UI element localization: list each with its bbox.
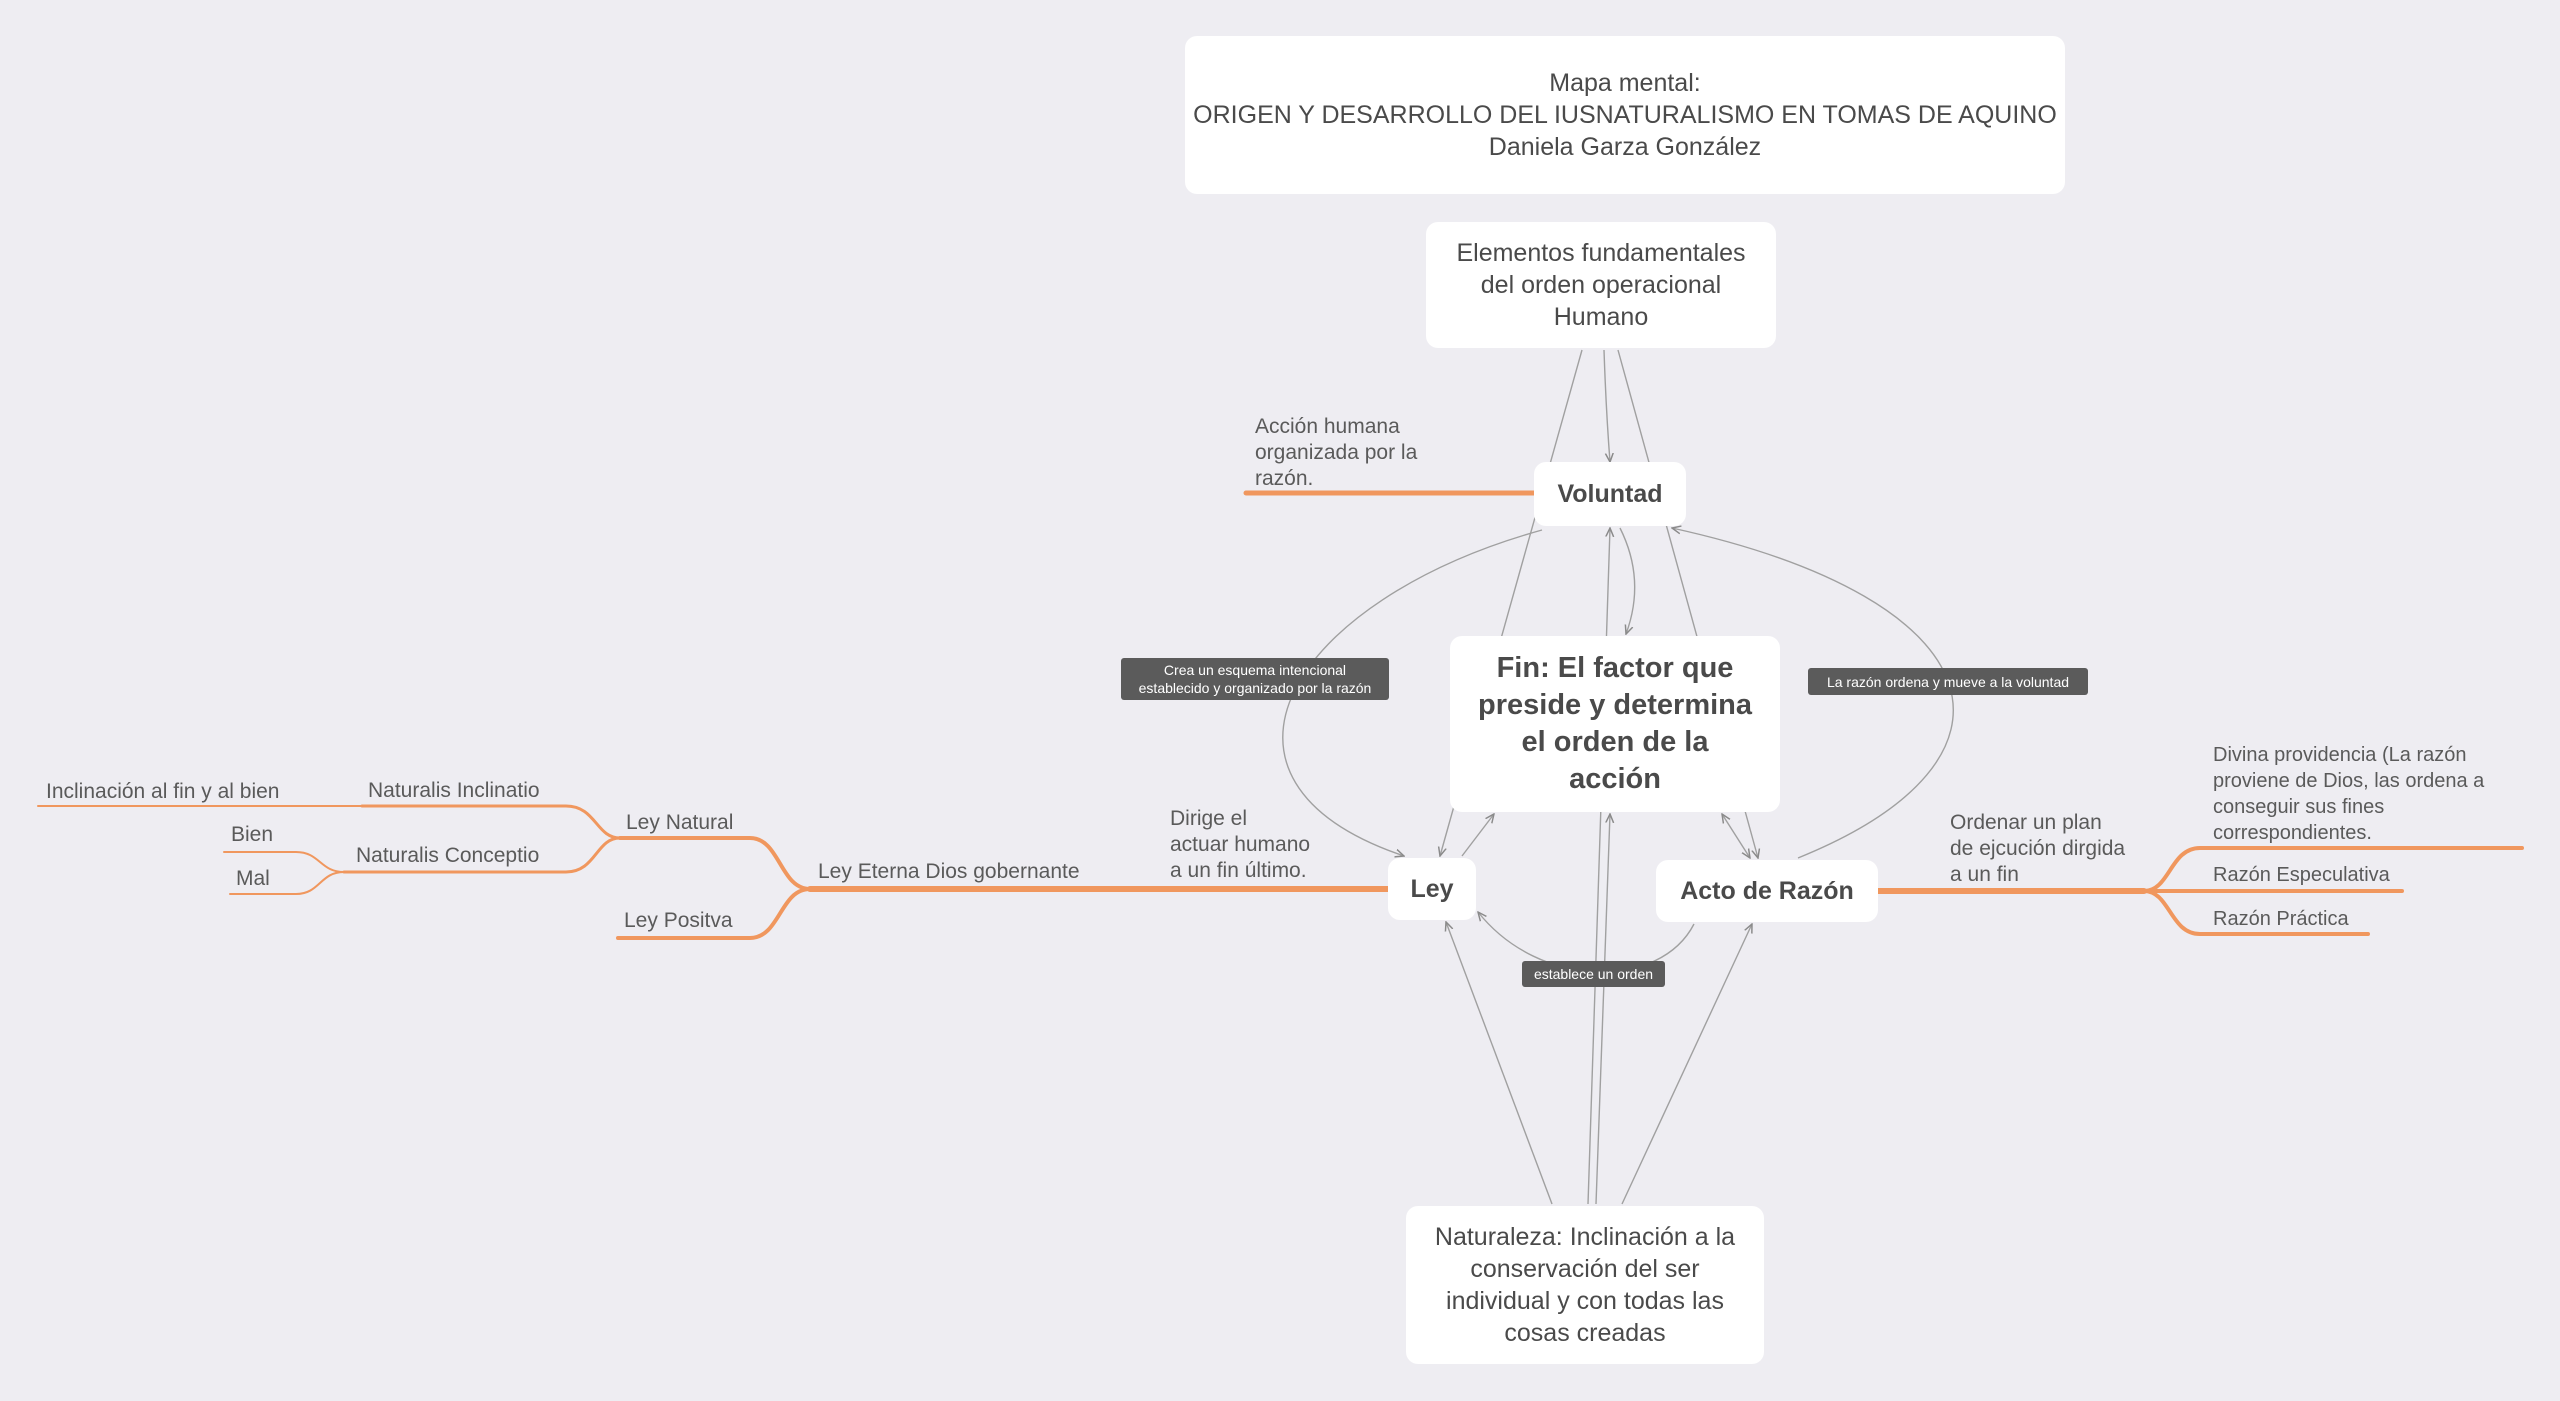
elementos-text: Elementos fundamentales del orden operac… — [1456, 239, 1746, 331]
title-node[interactable]: Mapa mental: ORIGEN Y DESARROLLO DEL IUS… — [1185, 36, 2065, 194]
fin-node[interactable]: Fin: El factor que preside y determina e… — [1450, 636, 1780, 812]
branch-line-practica — [2142, 889, 2370, 936]
connector-naturaleza-fin — [1595, 814, 1610, 1205]
acto-text: Acto de Razón — [1680, 876, 1854, 905]
branch-ley-positiva[interactable]: Ley Positva — [624, 909, 733, 932]
branch-razon-practica[interactable]: Razón Práctica — [2213, 908, 2349, 930]
branch-naturalis-conceptio[interactable]: Naturalis Conceptio — [356, 844, 540, 867]
connector-voluntad-fin — [1619, 527, 1636, 634]
connector-naturaleza-acto — [1621, 924, 1752, 1205]
branch-ley-eterna[interactable]: Ley Eterna Dios gobernante — [818, 860, 1080, 883]
voluntad-node[interactable]: Voluntad — [1534, 462, 1686, 526]
branch-bien[interactable]: Bien — [231, 823, 274, 846]
ley-text: Ley — [1410, 874, 1454, 903]
ley-node[interactable]: Ley — [1388, 858, 1476, 920]
connector-elementos-voluntad — [1603, 349, 1610, 462]
fin-text: Fin: El factor que preside y determina e… — [1478, 652, 1752, 795]
elementos-node[interactable]: Elementos fundamentales del orden operac… — [1426, 222, 1776, 348]
branch-line-naturalis-conceptio — [342, 836, 622, 874]
branch-mal[interactable]: Mal — [236, 867, 270, 890]
branch-ordenar-plan[interactable]: Ordenar un plan de ejcución dirgida a un… — [1950, 811, 2126, 886]
branch-accion-humana[interactable]: Acción humana organizada por la razón. — [1255, 415, 1418, 490]
relation-label-crea[interactable]: Crea un esquema intencional establecido … — [1121, 658, 1389, 700]
relation-label-razon-ordena[interactable]: La razón ordena y mueve a la voluntad — [1808, 668, 2088, 695]
connector-naturaleza-ley — [1446, 922, 1553, 1205]
branch-line-ley-positiva — [616, 887, 812, 940]
branch-line-mal — [229, 871, 345, 895]
branch-line-ley-natural — [618, 836, 812, 891]
voluntad-text: Voluntad — [1557, 479, 1663, 508]
branch-line-bien — [223, 851, 345, 873]
branch-razon-especulativa[interactable]: Razón Especulativa — [2213, 864, 2390, 886]
branch-naturalis-inclinatio[interactable]: Naturalis Inclinatio — [368, 779, 540, 802]
branch-divina-providencia[interactable]: Divina providencia (La razón proviene de… — [2213, 744, 2485, 844]
connector-acto-fin — [1722, 814, 1750, 858]
branch-dirige[interactable]: Dirige el actuar humano a un fin último. — [1170, 807, 1311, 882]
branch-inclinacion-fin[interactable]: Inclinación al fin y al bien — [46, 780, 280, 803]
connector-ley-fin — [1461, 814, 1494, 857]
naturaleza-node[interactable]: Naturaleza: Inclinación a la conservació… — [1406, 1206, 1764, 1364]
acto-node[interactable]: Acto de Razón — [1656, 860, 1878, 922]
branch-line-naturalis-inclinatio — [360, 804, 622, 840]
relation-label-establece[interactable]: establece un orden — [1522, 961, 1665, 987]
naturaleza-text: Naturaleza: Inclinación a la conservació… — [1434, 1223, 1736, 1347]
title-text: Mapa mental: ORIGEN Y DESARROLLO DEL IUS… — [1193, 69, 2057, 161]
branch-ley-natural[interactable]: Ley Natural — [626, 811, 734, 834]
